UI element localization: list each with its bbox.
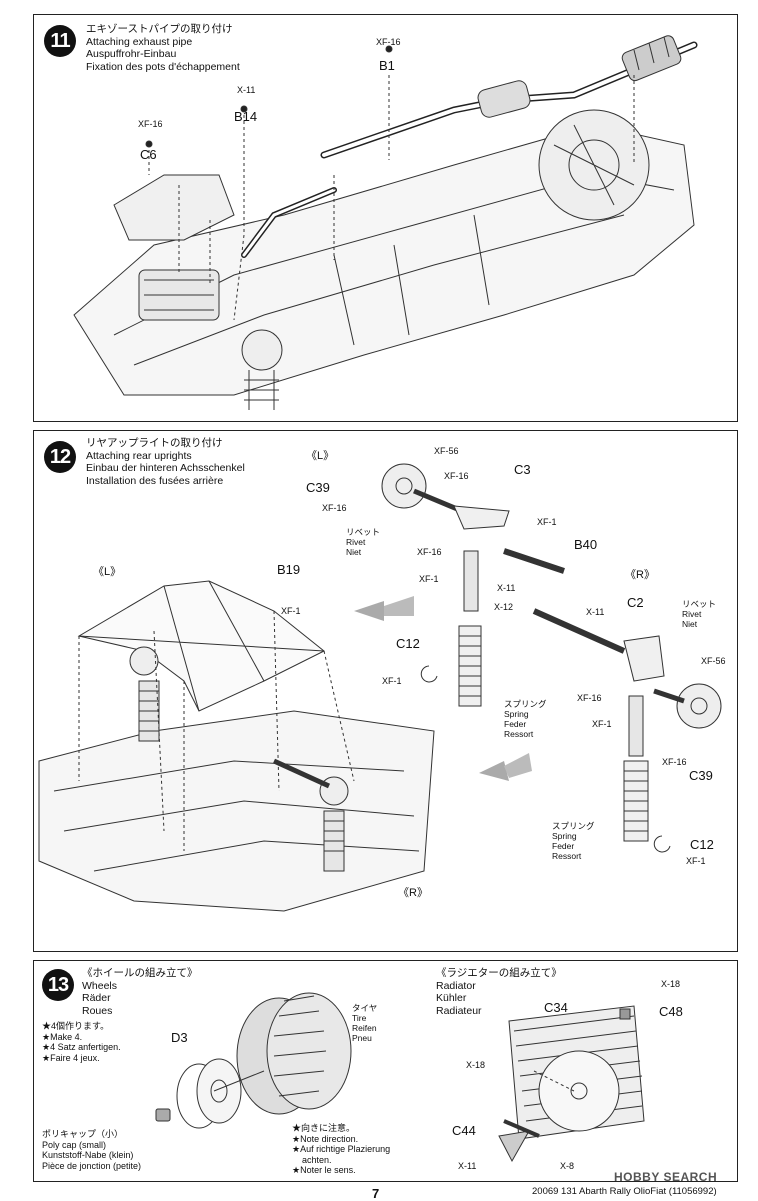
screw-label: XF-1 — [281, 606, 301, 616]
step-12-panel: 12 リヤアップライトの取り付け Attaching rear uprights… — [33, 430, 738, 952]
step-number: 11 — [44, 25, 76, 57]
screw-label: XF-16 — [138, 119, 163, 129]
title-de: Kühler — [436, 992, 467, 1004]
step-title: エキゾーストパイプの取り付け Attaching exhaust pipe Au… — [86, 23, 240, 73]
part-label: C6 — [140, 147, 157, 162]
screw-label: X-11 — [458, 1161, 477, 1171]
title-de: Auspuffrohr-Einbau — [86, 48, 177, 60]
screw-label: XF-16 — [376, 37, 401, 47]
exhaust-assembly-illustration — [73, 35, 698, 410]
rivet-label: リベット Rivet Niet — [682, 599, 717, 629]
side-label-right-lower: 《R》 — [398, 887, 428, 899]
screw-label: XF-16 — [577, 693, 602, 703]
side-label-left: 《L》 — [306, 450, 335, 462]
title-de: Einbau der hinteren Achsschenkel — [86, 462, 245, 474]
part-label: B14 — [234, 109, 258, 124]
screw-label: XF-1 — [382, 676, 402, 686]
direction-note: ★向きに注意。 ★Note direction. ★Auf richtige P… — [292, 1123, 391, 1175]
title-en: Attaching exhaust pipe — [86, 35, 193, 48]
screw-label: X-11 — [497, 583, 516, 593]
part-label-c34: C34 — [544, 1000, 568, 1015]
wheel-radiator-illustration — [155, 992, 645, 1163]
step-13-panel: 13 《ホイールの組み立て》 Wheels Räder Roues ★4個作りま… — [33, 960, 738, 1182]
part-label: B1 — [379, 58, 395, 73]
screw-label: X-11 — [237, 85, 256, 95]
title-en: Radiator — [436, 979, 476, 992]
title-jp: エキゾーストパイプの取り付け — [86, 23, 233, 35]
radiator-title: 《ラジエターの組み立て》 Radiator Kühler Radiateur — [436, 967, 562, 1017]
screw-label: XF-56 — [434, 446, 459, 456]
tire-label: タイヤ Tire Reifen Pneu — [352, 1003, 378, 1043]
watermark-text: HOBBY SEARCH — [614, 1170, 718, 1184]
screw-label: X-11 — [586, 607, 605, 617]
part-label: B40 — [574, 537, 598, 552]
step-number: 13 — [42, 969, 74, 1001]
screw-label: XF-56 — [701, 656, 726, 666]
part-label: C3 — [514, 462, 531, 477]
title-fr: Installation des fusées arrière — [86, 474, 224, 487]
title-en: Wheels — [82, 979, 118, 992]
screw-label: X-18 — [466, 1060, 486, 1070]
part-label: C2 — [627, 595, 644, 610]
spring-label: スプリング Spring Feder Ressort — [504, 699, 547, 739]
page-number: 7 — [372, 1186, 380, 1201]
screw-label: XF-16 — [417, 547, 442, 557]
polycap-label: ポリキャップ（小） Poly cap (small) Kunststoff-Na… — [42, 1129, 142, 1171]
screw-label: XF-16 — [662, 757, 687, 767]
make-four-note: ★4個作ります。 ★Make 4. ★4 Satz anfertigen. ★F… — [42, 1021, 121, 1063]
screw-label: X-12 — [494, 602, 514, 612]
part-label: C12 — [690, 837, 714, 852]
screw-label: XF-1 — [537, 517, 557, 527]
wheels-title: 《ホイールの組み立て》 Wheels Räder Roues — [82, 967, 198, 1017]
title-de: Räder — [82, 992, 111, 1004]
title-jp: 《ホイールの組み立て》 — [82, 967, 198, 979]
screw-label: X-18 — [661, 979, 681, 989]
part-label-c48: C48 — [659, 1004, 683, 1019]
step-number: 12 — [44, 441, 76, 473]
step-title: リヤアップライトの取り付け Attaching rear uprights Ei… — [86, 437, 245, 487]
title-fr: Fixation des pots d'échappement — [86, 60, 240, 73]
rivet-label: リベット Rivet Niet — [346, 527, 381, 557]
part-label: C12 — [396, 636, 420, 651]
spring-label: スプリング Spring Feder Ressort — [552, 821, 595, 861]
part-label: C39 — [306, 480, 330, 495]
rear-upright-illustration — [38, 463, 722, 912]
part-label-c44: C44 — [452, 1123, 476, 1138]
screw-label: X-8 — [560, 1161, 575, 1171]
title-jp: リヤアップライトの取り付け — [86, 437, 223, 449]
screw-label: XF-16 — [444, 471, 469, 481]
title-jp: 《ラジエターの組み立て》 — [436, 967, 562, 979]
step-11-panel: 11 エキゾーストパイプの取り付け Attaching exhaust pipe… — [33, 14, 738, 422]
screw-label: XF-1 — [592, 719, 612, 729]
screw-label: XF-16 — [322, 503, 347, 513]
title-en: Attaching rear uprights — [86, 449, 192, 462]
screw-label: XF-1 — [686, 856, 706, 866]
title-fr: Roues — [82, 1004, 113, 1017]
part-label: B19 — [277, 562, 301, 577]
part-label: C39 — [689, 768, 713, 783]
part-label-d3: D3 — [171, 1030, 188, 1045]
catalog-text: 20069 131 Abarth Rally OlioFiat (1105699… — [532, 1186, 717, 1197]
side-label-right: 《R》 — [625, 569, 655, 581]
screw-label: XF-1 — [419, 574, 439, 584]
side-label-left: 《L》 — [93, 566, 122, 578]
title-fr: Radiateur — [436, 1004, 482, 1017]
